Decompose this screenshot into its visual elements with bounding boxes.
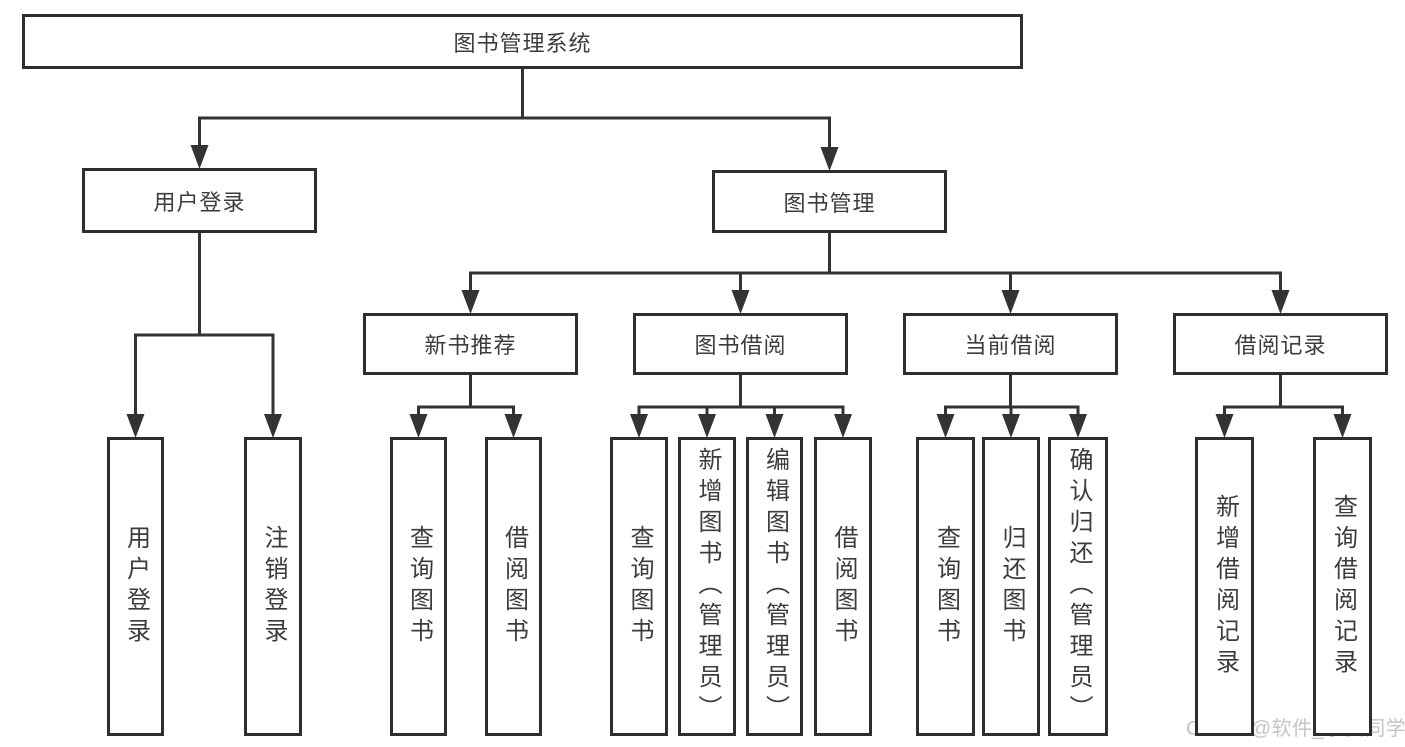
node-label-rec-query: 查询借阅记录	[1329, 493, 1357, 680]
node-label-newbook: 新书推荐	[424, 333, 517, 358]
node-bb-add: 新增图书（管理员）	[678, 437, 736, 736]
node-current: 当前借阅	[903, 313, 1118, 375]
node-label-current: 当前借阅	[964, 333, 1057, 358]
node-label-login: 用户登录	[153, 189, 246, 215]
node-label-bookmgmt: 图书管理	[783, 190, 876, 216]
arrowhead-icon	[731, 290, 750, 314]
node-label-rec-add: 新增借阅记录	[1211, 493, 1239, 680]
arrowhead-icon	[820, 147, 839, 171]
node-rec-query: 查询借阅记录	[1313, 437, 1372, 736]
arrowhead-icon	[834, 414, 852, 438]
node-bb-query: 查询图书	[610, 437, 668, 736]
arrowhead-icon	[190, 145, 209, 169]
node-label-user-login: 用户登录	[122, 524, 150, 649]
node-root: 图书管理系统	[22, 14, 1023, 69]
arrowhead-icon	[1271, 290, 1290, 314]
node-label-logout: 注销登录	[260, 524, 287, 649]
node-label-root: 图书管理系统	[453, 30, 592, 56]
node-label-bb-borrow: 借阅图书	[830, 524, 857, 649]
arrowhead-icon	[936, 414, 955, 438]
arrowhead-icon	[698, 414, 716, 438]
node-cb-return: 归还图书	[982, 437, 1040, 736]
arrowhead-icon	[126, 414, 145, 438]
node-label-nb-query: 查询图书	[405, 524, 433, 649]
node-nb-query: 查询图书	[390, 437, 447, 736]
node-label-bb-query: 查询图书	[626, 524, 653, 649]
arrowhead-icon	[409, 414, 428, 438]
node-bb-edit: 编辑图书（管理员）	[746, 437, 803, 736]
arrowhead-icon	[1333, 414, 1352, 438]
arrowhead-icon	[504, 414, 523, 438]
node-newbook: 新书推荐	[363, 313, 578, 375]
arrowhead-icon	[765, 414, 784, 438]
node-label-cb-return: 归还图书	[998, 524, 1025, 649]
node-borrow: 图书借阅	[633, 313, 848, 375]
node-label-records: 借阅记录	[1234, 333, 1327, 358]
node-label-cb-confirm: 确认归还（管理员）	[1065, 447, 1092, 726]
arrowhead-icon	[1069, 414, 1087, 438]
arrowhead-icon	[264, 414, 282, 438]
node-label-borrow: 图书借阅	[694, 333, 787, 358]
node-nb-borrow: 借阅图书	[485, 437, 542, 736]
node-user-login: 用户登录	[107, 437, 164, 736]
arrowhead-icon	[1002, 414, 1020, 438]
arrowhead-icon	[630, 414, 648, 438]
arrowhead-icon	[1215, 414, 1234, 438]
node-label-bb-edit: 编辑图书（管理员）	[761, 447, 789, 726]
node-bookmgmt: 图书管理	[712, 170, 947, 233]
node-label-cb-query: 查询图书	[932, 524, 960, 649]
node-cb-confirm: 确认归还（管理员）	[1048, 437, 1108, 736]
node-records: 借阅记录	[1173, 313, 1388, 375]
node-login: 用户登录	[82, 168, 317, 233]
node-cb-query: 查询图书	[916, 437, 975, 736]
node-label-nb-borrow: 借阅图书	[500, 524, 528, 649]
node-bb-borrow: 借阅图书	[814, 437, 872, 736]
node-label-bb-add: 新增图书（管理员）	[694, 447, 721, 726]
arrowhead-icon	[1001, 290, 1020, 314]
arrowhead-icon	[461, 290, 480, 314]
node-rec-add: 新增借阅记录	[1195, 437, 1254, 736]
node-logout: 注销登录	[244, 437, 302, 736]
